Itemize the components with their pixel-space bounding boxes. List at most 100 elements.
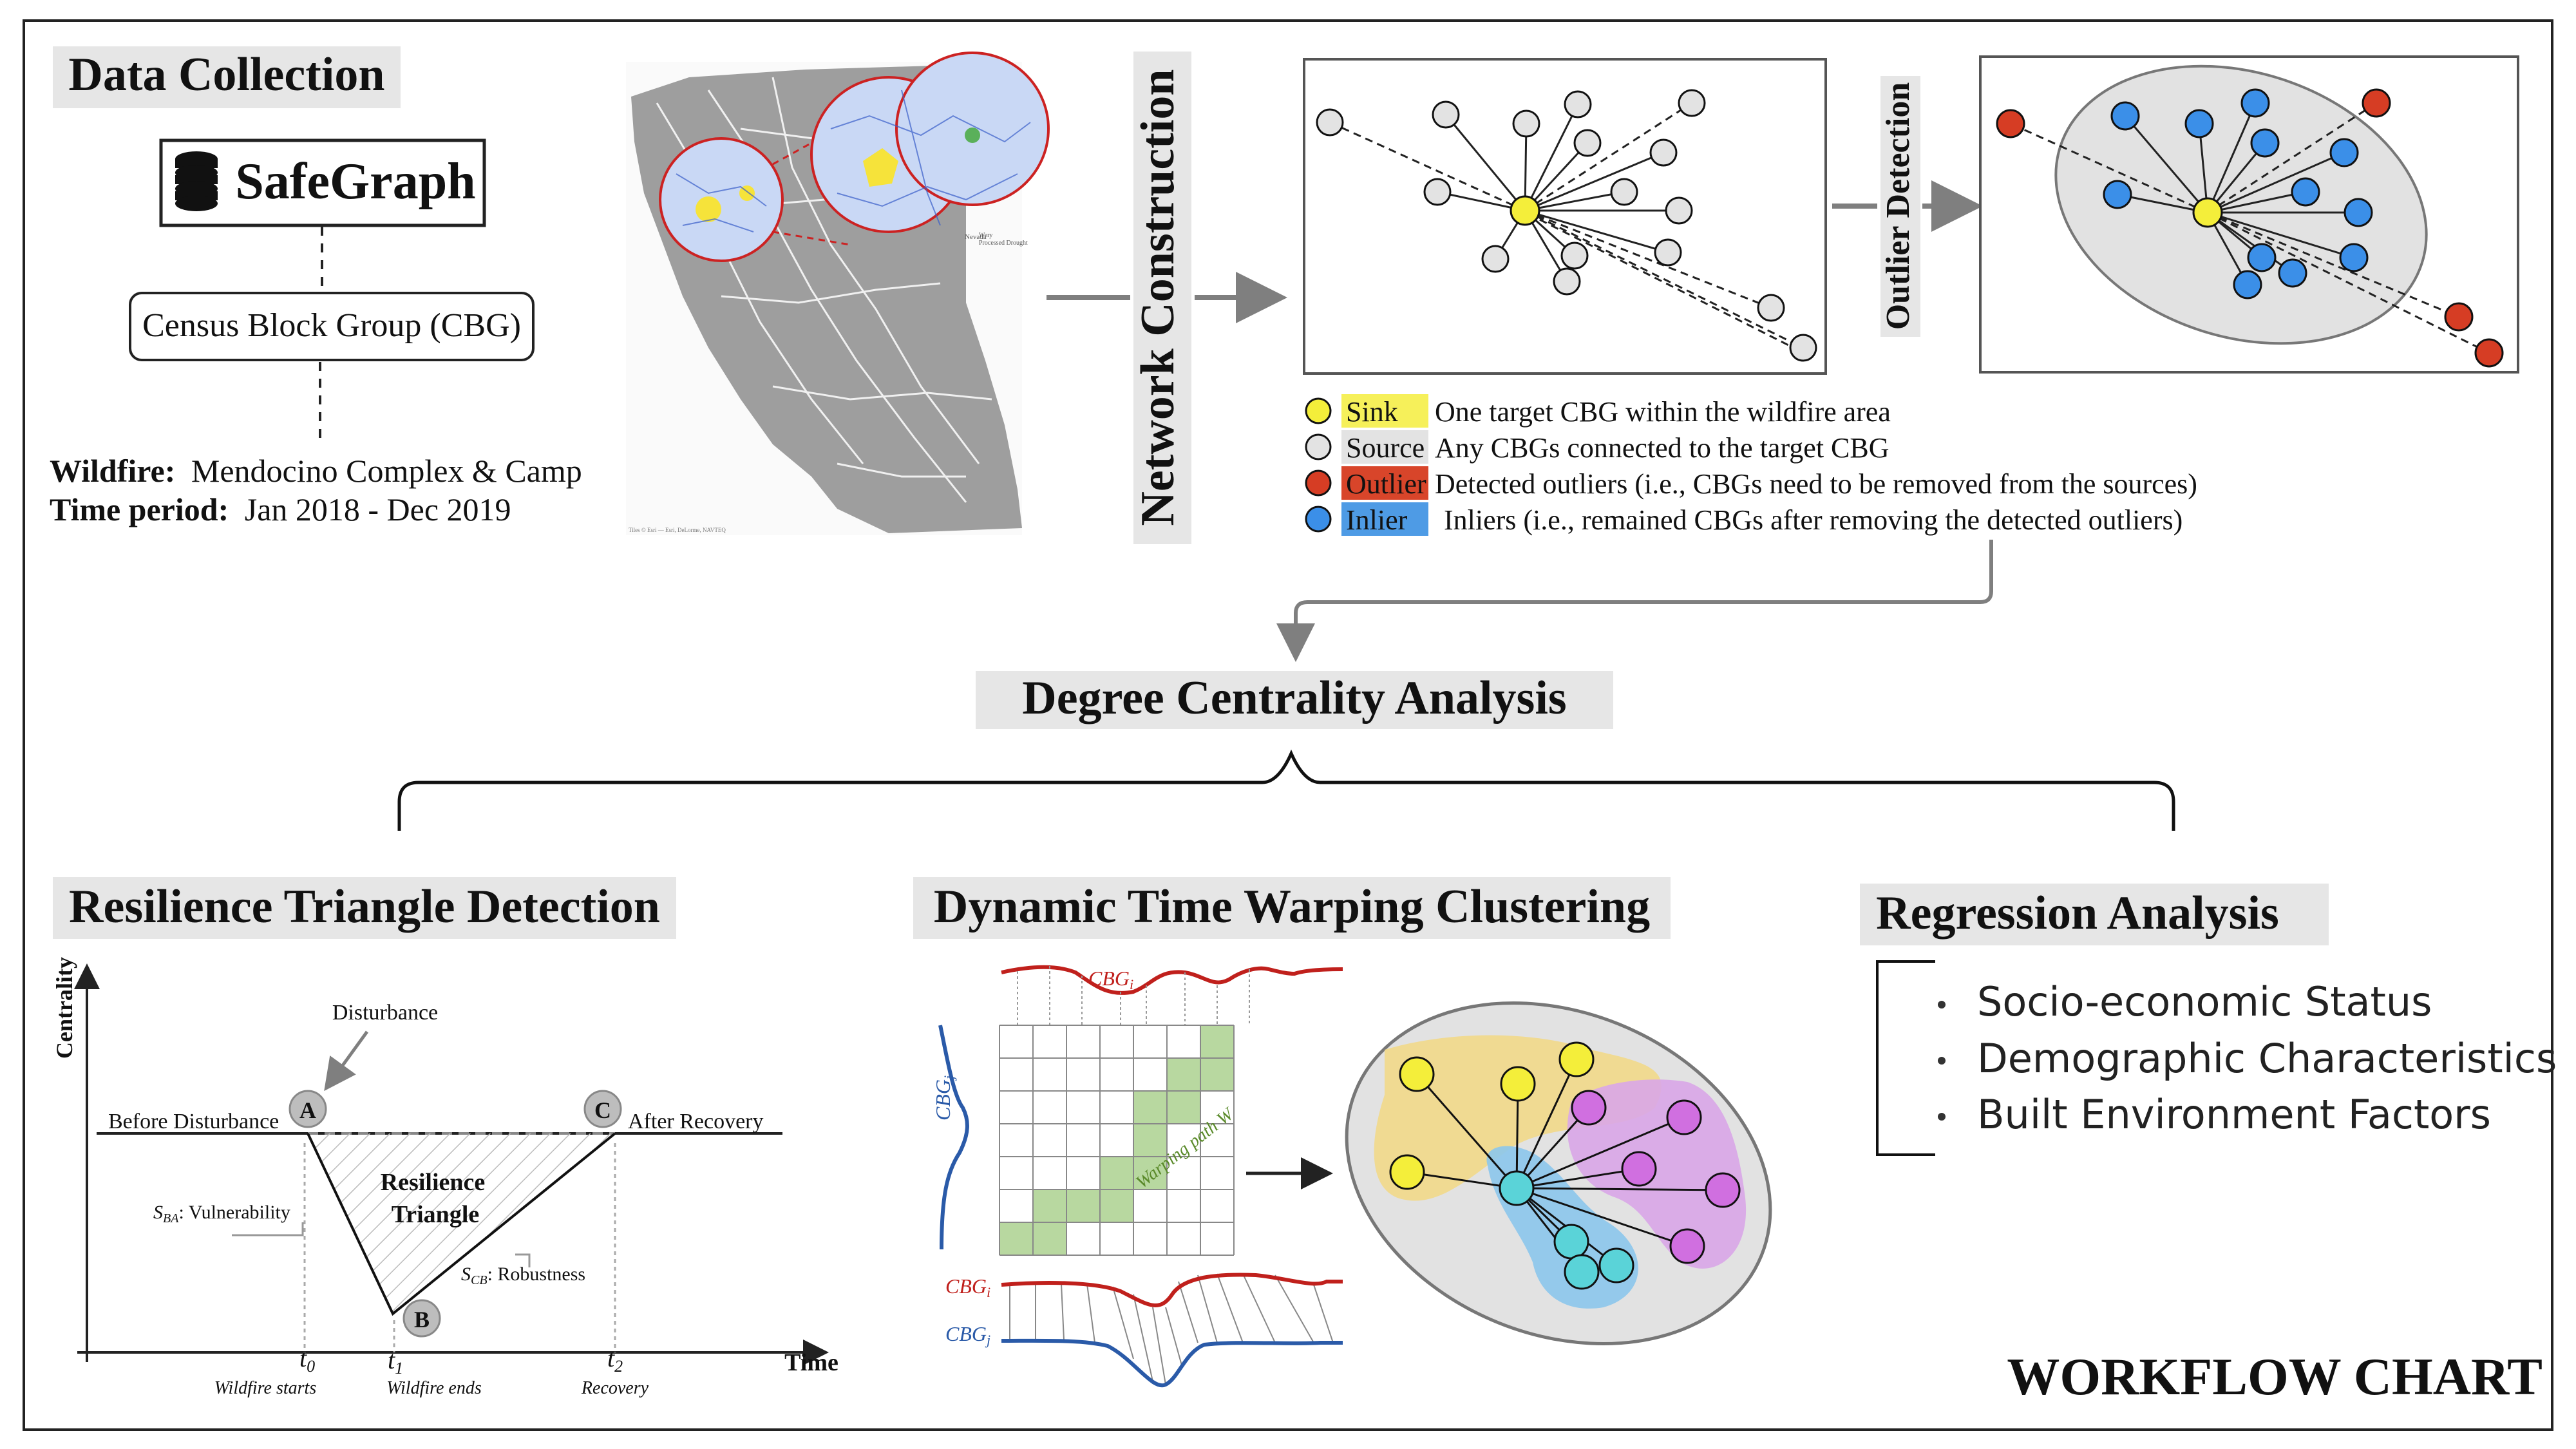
wildfire-line: Wildfire: Mendocino Complex & Camp: [50, 453, 582, 489]
node-legend: Sink One target CBG within the wildfire …: [1305, 394, 2197, 536]
outlier-node: [1996, 109, 2025, 138]
cluster-edge: [1416, 1074, 1518, 1189]
map-attribution: Tiles © Esri — Esri, DeLorme, NAVTEQ: [629, 527, 726, 533]
wildfire-label: Wildfire:: [50, 453, 175, 489]
brace-connector: [397, 749, 2175, 831]
series-i-label: CBGi: [1088, 967, 1133, 992]
network-edge: [1524, 151, 1664, 212]
inlier-node: [2329, 138, 2359, 167]
warping-path-cell: [1100, 1157, 1133, 1189]
network-edge-dashed: [1524, 209, 1804, 349]
wildfire-value: Mendocino Complex & Camp: [191, 453, 582, 489]
t0-label: t0: [299, 1343, 315, 1376]
legend-desc: Inliers (i.e., remained CBGs after remov…: [1444, 504, 2183, 536]
sink-node: [2192, 197, 2223, 228]
warping-path-cell: [1200, 1025, 1234, 1058]
legend-key: Sink: [1346, 396, 1398, 428]
x-axis-label: Time: [784, 1349, 838, 1376]
inlier-node: [2247, 243, 2277, 272]
cluster-edge: [1516, 1168, 1640, 1189]
flow-arrow: [1276, 540, 1993, 662]
cluster-edge: [1515, 1059, 1578, 1189]
map-legend-item: Processed Drought: [979, 240, 1028, 247]
point-a-marker: [289, 1090, 327, 1128]
outlier-node: [2362, 88, 2391, 118]
legend-key-bg: [1341, 502, 1428, 536]
vulnerability-label: SBA: Vulnerability: [153, 1202, 290, 1226]
cbg-box: [129, 292, 535, 361]
network-edge: [2207, 211, 2354, 259]
inlier-node-icon: [1305, 506, 1332, 533]
california-map: Nevada Wery Processed Drought Tiles © Es…: [626, 52, 1050, 535]
network-edge-dashed: [2010, 122, 2208, 214]
cluster-purple: [1567, 1079, 1747, 1269]
network-edge-dashed: [2207, 211, 2490, 354]
section-title-bg: [53, 46, 401, 108]
legend-key: Inlier: [1346, 504, 1408, 536]
warping-path-cell: [1133, 1124, 1167, 1157]
zoom-connector: [772, 231, 851, 246]
before-disturbance-label: Before Disturbance: [108, 1110, 279, 1133]
outlier-detection-label: Outlier Detection: [1880, 82, 1917, 330]
regression-item: Socio-economic Status: [1977, 978, 2432, 1025]
cluster-node-cyan: [1598, 1247, 1634, 1283]
legend-item-inlier: Inlier Inliers (i.e., remained CBGs afte…: [1305, 502, 2183, 536]
cluster-node-yellow: [1500, 1066, 1536, 1102]
warping-path-cell: [1033, 1189, 1066, 1222]
source-node: [1654, 238, 1682, 267]
network-edge-dashed: [2207, 211, 2459, 318]
cluster-node-cyan: [1553, 1224, 1589, 1260]
resilience-triangle: [308, 1133, 615, 1314]
cbg-label: Census Block Group (CBG): [142, 307, 521, 344]
source-node: [1678, 89, 1706, 117]
network-edge: [2207, 191, 2306, 214]
period-label: Time period:: [50, 491, 229, 527]
cluster-edge: [1516, 1187, 1723, 1191]
sink-node: [1510, 195, 1540, 226]
warping-path-cell: [999, 1222, 1033, 1255]
map-legend-item: Wery: [979, 232, 992, 239]
legend-desc: Detected outliers (i.e., CBGs need to be…: [1435, 468, 2197, 500]
cluster-node-purple: [1621, 1151, 1657, 1187]
network-edge: [2207, 151, 2345, 214]
network-edge: [1524, 104, 1579, 211]
inlier-node: [2339, 243, 2369, 272]
t0-caption: Wildfire starts: [214, 1378, 317, 1398]
source-node: [1665, 196, 1693, 225]
source-node: [1789, 334, 1817, 362]
network-edge-dashed: [1524, 209, 1772, 309]
after-recovery-label: After Recovery: [628, 1110, 764, 1133]
database-icon: [175, 151, 218, 211]
series-j-label: CBGj: [931, 1075, 957, 1121]
source-node: [1560, 242, 1589, 270]
series-j-label: CBGj: [945, 1322, 990, 1348]
sink-node-icon: [1305, 397, 1332, 424]
fire-area-marker: [965, 128, 980, 143]
bullet-icon: [1938, 1057, 1946, 1065]
inlier-node: [2278, 258, 2307, 288]
triangle-label: Triangle: [392, 1201, 480, 1228]
triangle-label: Resilience: [381, 1169, 486, 1196]
period-value: Jan 2018 - Dec 2019: [245, 491, 511, 527]
source-node: [1553, 267, 1581, 296]
t1-caption: Wildfire ends: [386, 1378, 482, 1398]
cluster-node-purple: [1571, 1090, 1607, 1126]
cluster-edge: [1515, 1106, 1590, 1189]
outlier-node: [2474, 338, 2504, 368]
warping-path-cell: [1200, 1058, 1234, 1091]
series-i-bottom: [1001, 1273, 1343, 1307]
network-edge: [1524, 191, 1625, 212]
warping-path-cell: [1133, 1091, 1167, 1124]
network-construction-label: Network Construction: [1132, 69, 1184, 526]
dtw-section: Dynamic Time Warping Clustering CBGi CBG…: [913, 877, 1772, 1388]
warping-path-cell: [1167, 1091, 1200, 1124]
bullet-icon: [1938, 1113, 1946, 1121]
legend-item-source: Source Any CBGs connected to the target …: [1305, 430, 1889, 464]
performance-curve: [307, 1132, 616, 1316]
point-b-marker: [402, 1299, 441, 1338]
y-axis-label: Centrality: [52, 957, 77, 1059]
point-b-label: B: [414, 1307, 430, 1332]
vertical-label-bg: [1880, 76, 1920, 337]
source-node: [1512, 109, 1540, 138]
